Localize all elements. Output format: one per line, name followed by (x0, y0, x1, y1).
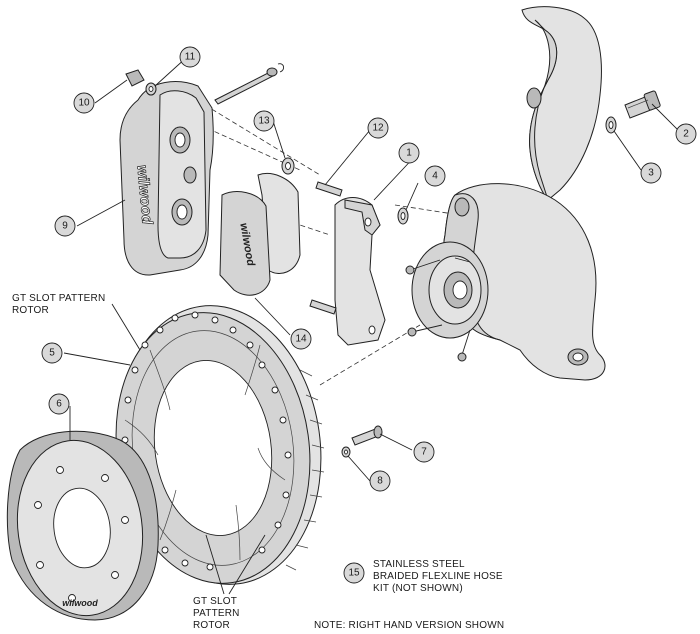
svg-text:ROTOR: ROTOR (193, 620, 230, 631)
svg-text:6: 6 (56, 399, 62, 410)
callout-9: 9 (54, 215, 76, 237)
svg-text:5: 5 (49, 348, 55, 359)
label-gt-slot-rotor-top: GT SLOT PATTERN ROTOR (12, 293, 105, 316)
caliper-logo: wilwood (133, 164, 155, 225)
svg-text:4: 4 (432, 171, 438, 182)
caliper-9: wilwood (119, 81, 214, 276)
svg-text:10: 10 (78, 98, 90, 109)
svg-text:9: 9 (62, 221, 68, 232)
svg-text:3: 3 (648, 168, 654, 179)
washer-11 (145, 82, 157, 96)
callout-15: 15 (343, 562, 365, 584)
bolt-2 (624, 90, 661, 119)
washer-4 (397, 207, 409, 225)
svg-text:1: 1 (406, 148, 412, 159)
bolt-7 (351, 425, 383, 446)
callout-10: 10 (73, 92, 95, 114)
note-right-hand-version: NOTE: RIGHT HAND VERSION SHOWN (314, 620, 504, 631)
washer-8 (341, 446, 351, 458)
washer-13 (281, 157, 295, 175)
svg-text:GT SLOT: GT SLOT (193, 596, 237, 607)
svg-text:12: 12 (372, 123, 384, 134)
callout-2: 2 (675, 123, 697, 145)
svg-text:PATTERN: PATTERN (193, 608, 240, 619)
callout-3: 3 (640, 162, 662, 184)
callout-11: 11 (179, 46, 201, 68)
callout-13: 13 (253, 110, 275, 132)
hat-logo: wilwood (62, 598, 98, 608)
callout-12: 12 (367, 117, 389, 139)
washer-3 (605, 116, 617, 134)
callout-5: 5 (41, 342, 63, 364)
bridge-bolt (214, 63, 285, 105)
fitting-10 (125, 69, 145, 87)
mounting-bolts-12 (309, 181, 343, 315)
svg-text:11: 11 (185, 52, 196, 63)
callout-1: 1 (398, 142, 420, 164)
svg-text:8: 8 (377, 476, 383, 487)
callout-14: 14 (290, 328, 312, 350)
svg-text:GT SLOT PATTERN: GT SLOT PATTERN (12, 293, 105, 304)
caliper-bracket-1 (334, 197, 386, 346)
svg-text:ROTOR: ROTOR (12, 305, 49, 316)
svg-text:BRAIDED FLEXLINE HOSE: BRAIDED FLEXLINE HOSE (373, 571, 503, 582)
callout-7: 7 (413, 441, 435, 463)
callout-6: 6 (48, 393, 70, 415)
svg-text:13: 13 (258, 116, 270, 127)
svg-text:KIT (NOT SHOWN): KIT (NOT SHOWN) (373, 583, 463, 594)
label-gt-slot-rotor-bottom: GT SLOT PATTERN ROTOR (193, 596, 240, 631)
svg-text:2: 2 (683, 129, 689, 140)
callout-8: 8 (369, 470, 391, 492)
leader-lines (63, 56, 678, 595)
svg-text:14: 14 (295, 334, 307, 345)
callout-4: 4 (424, 165, 446, 187)
rotor-hat-6: wilwood (6, 430, 159, 621)
label-flexline-hose-kit: STAINLESS STEEL BRAIDED FLEXLINE HOSE KI… (373, 559, 503, 594)
steering-knuckle (405, 6, 606, 381)
svg-text:STAINLESS STEEL: STAINLESS STEEL (373, 559, 465, 570)
rotor-5 (115, 305, 325, 585)
svg-text:7: 7 (421, 447, 427, 458)
brake-pads-14: wilwood (219, 173, 301, 296)
svg-text:15: 15 (348, 568, 360, 579)
